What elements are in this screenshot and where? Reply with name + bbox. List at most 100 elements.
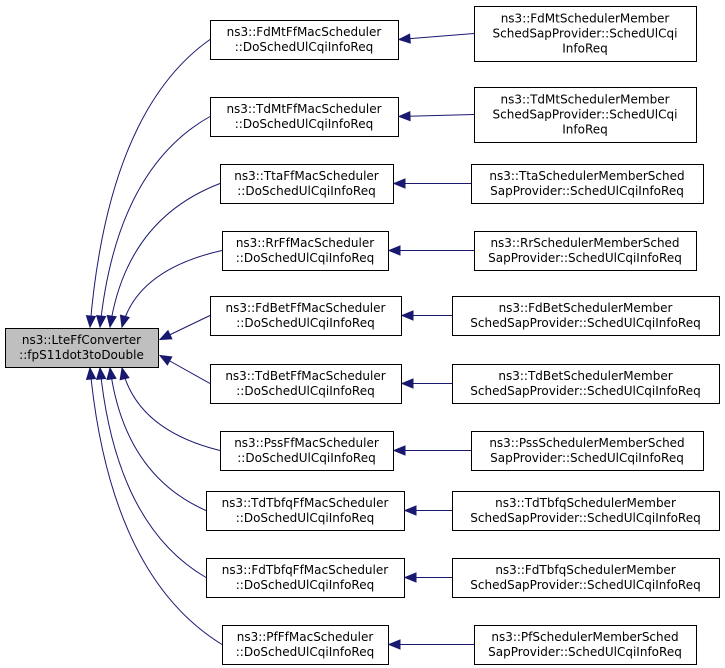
- edge-sap-to-caller-9: [403, 572, 452, 583]
- edge-sap-to-caller-6-arrowhead: [400, 378, 414, 389]
- edge-sap-to-caller-1: [397, 33, 475, 44]
- edge-sap-to-caller-10-arrowhead: [387, 639, 401, 650]
- edge-caller-2-to-root: [95, 116, 211, 329]
- root-function-node[interactable]: ns3::LteFfConverter::fpS11dot3toDouble: [5, 328, 159, 368]
- edge-caller-3-to-root-arrowhead: [106, 314, 117, 329]
- caller-node-1[interactable]: ns3::FdMtFfMacScheduler::DoSchedUlCqiInf…: [210, 20, 399, 60]
- sap-caller-node-4-label-line: ns3::RrSchedulerMemberSched: [490, 236, 679, 250]
- caller-node-5-label-line: ns3::FdBetFfMacScheduler: [226, 301, 386, 315]
- edge-caller-3-to-root-line: [109, 183, 221, 328]
- edge-caller-7-to-root: [119, 366, 221, 451]
- sap-caller-node-7-box: [471, 431, 704, 471]
- edge-sap-to-caller-8: [403, 505, 452, 516]
- edge-sap-to-caller-3: [392, 178, 471, 189]
- sap-caller-node-6-label-line: ns3::TdBetSchedulerMember: [498, 369, 672, 383]
- edge-caller-4-to-root-arrowhead: [119, 314, 130, 329]
- caller-node-3-label-line: ::DoSchedUlCqiInfoReq: [237, 184, 375, 198]
- sap-caller-node-6-label-line: SchedSapProvider::SchedUlCqiInfoReq: [470, 384, 700, 398]
- root-function-node-box: [5, 328, 159, 368]
- edge-sap-to-caller-2-arrowhead: [397, 110, 411, 122]
- caller-node-9-label-line: ns3::FdTbfqFfMacScheduler: [222, 563, 388, 577]
- sap-caller-node-9[interactable]: ns3::FdTbfqSchedulerMemberSchedSapProvid…: [452, 558, 720, 598]
- caller-node-6[interactable]: ns3::TdBetFfMacScheduler::DoSchedUlCqiIn…: [210, 364, 402, 404]
- sap-caller-node-5-box: [452, 296, 720, 336]
- root-function-node-label-line: ns3::LteFfConverter: [22, 333, 141, 347]
- edge-caller-4-to-root-line: [121, 250, 223, 328]
- edge-sap-to-caller-1-line: [398, 33, 475, 40]
- caller-node-1-label-line: ns3::FdMtFfMacScheduler: [227, 25, 382, 39]
- edge-caller-7-to-root-arrowhead: [119, 366, 130, 381]
- caller-node-3-label-line: ns3::TtaFfMacScheduler: [234, 169, 379, 183]
- caller-node-5[interactable]: ns3::FdBetFfMacScheduler::DoSchedUlCqiIn…: [210, 296, 402, 336]
- edge-sap-to-caller-5: [400, 310, 452, 321]
- caller-node-4[interactable]: ns3::RrFfMacScheduler::DoSchedUlCqiInfoR…: [222, 231, 389, 271]
- edge-caller-10-to-root: [85, 366, 223, 645]
- edge-caller-7-to-root-line: [121, 367, 221, 451]
- caller-node-3[interactable]: ns3::TtaFfMacScheduler::DoSchedUlCqiInfo…: [220, 164, 394, 204]
- sap-caller-node-10[interactable]: ns3::PfSchedulerMemberSchedSapProvider::…: [474, 625, 697, 665]
- edge-sap-to-caller-4-arrowhead: [387, 245, 401, 256]
- edge-sap-to-caller-6: [400, 378, 452, 389]
- sap-caller-node-7-label-line: SapProvider::SchedUlCqiInfoReq: [490, 451, 684, 465]
- sap-caller-node-8-box: [452, 491, 720, 531]
- sap-caller-node-2-label-line: ns3::TdMtSchedulerMember: [500, 93, 669, 107]
- sap-caller-node-4[interactable]: ns3::RrSchedulerMemberSchedSapProvider::…: [474, 231, 697, 271]
- caller-node-8-label-line: ns3::TdTbfqFfMacScheduler: [222, 496, 389, 510]
- edge-caller-6-to-root-arrowhead: [158, 354, 173, 366]
- caller-node-2-label-line: ::DoSchedUlCqiInfoReq: [235, 117, 373, 131]
- sap-caller-node-4-box: [474, 231, 697, 271]
- caller-node-9[interactable]: ns3::FdTbfqFfMacScheduler::DoSchedUlCqiI…: [206, 558, 405, 598]
- sap-caller-node-1-label-line: InfoReq: [562, 42, 608, 56]
- sap-caller-node-4-label-line: SapProvider::SchedUlCqiInfoReq: [488, 251, 682, 265]
- caller-node-7-label-line: ns3::PssFfMacScheduler: [234, 436, 379, 450]
- caller-node-5-label-line: ::DoSchedUlCqiInfoReq: [236, 316, 374, 330]
- edge-caller-8-to-root-arrowhead: [106, 366, 117, 381]
- edge-caller-5-to-root-arrowhead: [158, 329, 173, 341]
- edge-caller-8-to-root-line: [109, 367, 207, 511]
- edge-caller-8-to-root: [106, 366, 207, 511]
- edge-caller-10-to-root-line: [89, 367, 223, 645]
- sap-caller-node-10-box: [474, 625, 697, 665]
- edge-sap-to-caller-7-arrowhead: [392, 445, 406, 456]
- sap-caller-node-3[interactable]: ns3::TtaSchedulerMemberSchedSapProvider:…: [471, 164, 704, 204]
- edge-caller-1-to-root-arrowhead: [85, 315, 97, 329]
- sap-caller-node-6[interactable]: ns3::TdBetSchedulerMemberSchedSapProvide…: [452, 364, 720, 404]
- root-function-node-label-line: ::fpS11dot3toDouble: [19, 348, 144, 362]
- sap-caller-node-1[interactable]: ns3::FdMtSchedulerMemberSchedSapProvider…: [474, 6, 697, 62]
- edge-caller-2-to-root-arrowhead: [95, 315, 107, 329]
- sap-caller-node-9-label-line: ns3::FdTbfqSchedulerMember: [495, 563, 675, 577]
- sap-caller-node-9-label-line: SchedSapProvider::SchedUlCqiInfoReq: [470, 578, 700, 592]
- edge-caller-1-to-root: [85, 39, 211, 329]
- edge-caller-9-to-root-line: [99, 367, 207, 578]
- edge-caller-6-to-root: [158, 354, 211, 384]
- caller-node-7[interactable]: ns3::PssFfMacScheduler::DoSchedUlCqiInfo…: [220, 431, 394, 471]
- sap-caller-node-8[interactable]: ns3::TdTbfqSchedulerMemberSchedSapProvid…: [452, 491, 720, 531]
- caller-node-5-box: [210, 296, 402, 336]
- caller-node-2[interactable]: ns3::TdMtFfMacScheduler::DoSchedUlCqiInf…: [210, 97, 399, 137]
- edge-caller-1-to-root-line: [89, 39, 211, 328]
- sap-caller-node-7[interactable]: ns3::PssSchedulerMemberSchedSapProvider:…: [471, 431, 704, 471]
- sap-caller-node-7-label-line: ns3::PssSchedulerMemberSched: [489, 436, 684, 450]
- edge-caller-10-to-root-arrowhead: [85, 366, 97, 380]
- sap-caller-node-2-label-line: SchedSapProvider::SchedUlCqi: [493, 108, 678, 122]
- sap-caller-node-5[interactable]: ns3::FdBetSchedulerMemberSchedSapProvide…: [452, 296, 720, 336]
- sap-caller-node-3-label-line: SapProvider::SchedUlCqiInfoReq: [490, 184, 684, 198]
- caller-node-10[interactable]: ns3::PfFfMacScheduler::DoSchedUlCqiInfoR…: [222, 625, 389, 665]
- edge-sap-to-caller-7: [392, 445, 471, 456]
- caller-node-2-label-line: ns3::TdMtFfMacScheduler: [226, 102, 381, 116]
- edge-caller-9-to-root-arrowhead: [95, 366, 107, 380]
- caller-node-10-label-line: ::DoSchedUlCqiInfoReq: [236, 645, 374, 659]
- caller-node-8-label-line: ::DoSchedUlCqiInfoReq: [236, 511, 374, 525]
- sap-caller-node-3-box: [471, 164, 704, 204]
- sap-caller-node-2-label-line: InfoReq: [562, 123, 608, 137]
- caller-node-4-label-line: ::DoSchedUlCqiInfoReq: [236, 251, 374, 265]
- sap-caller-node-2[interactable]: ns3::TdMtSchedulerMemberSchedSapProvider…: [474, 87, 697, 143]
- caller-node-8[interactable]: ns3::TdTbfqFfMacScheduler::DoSchedUlCqiI…: [206, 491, 405, 531]
- edge-sap-to-caller-5-arrowhead: [400, 310, 414, 321]
- caller-node-8-box: [206, 491, 405, 531]
- caller-node-3-box: [220, 164, 394, 204]
- caller-node-1-box: [210, 20, 399, 60]
- sap-caller-node-10-label-line: ns3::PfSchedulerMemberSched: [491, 630, 678, 644]
- sap-caller-node-5-label-line: ns3::FdBetSchedulerMember: [499, 301, 673, 315]
- edge-caller-4-to-root: [119, 250, 223, 329]
